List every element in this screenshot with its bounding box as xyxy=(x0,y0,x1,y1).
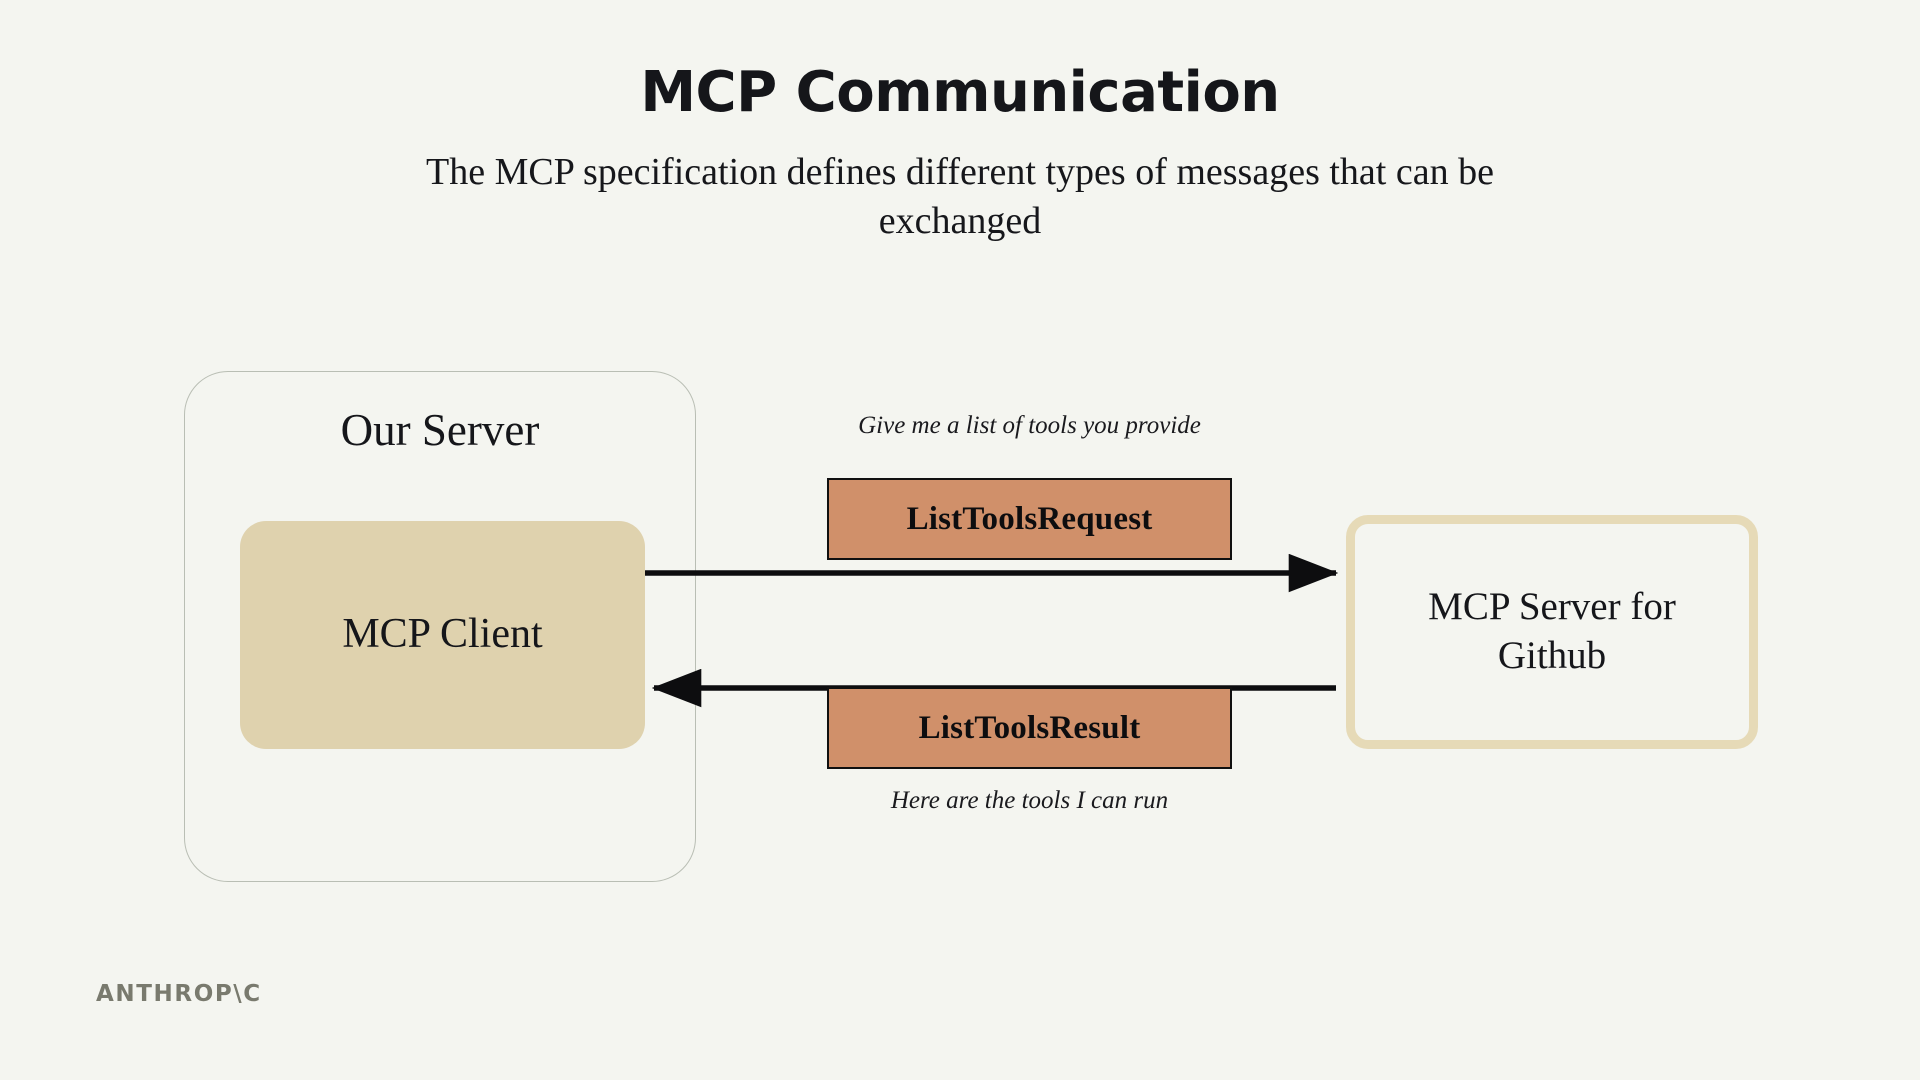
list-tools-result-chip[interactable]: ListToolsResult xyxy=(827,687,1232,769)
mcp-client-label: MCP Client xyxy=(342,611,543,658)
mcp-server-node[interactable]: MCP Server for Github xyxy=(1346,515,1758,749)
mcp-client-node[interactable]: MCP Client xyxy=(240,521,645,749)
our-server-container xyxy=(184,371,696,882)
our-server-label: Our Server xyxy=(340,405,540,455)
mcp-server-label: MCP Server for Github xyxy=(1428,585,1676,677)
list-tools-request-label: ListToolsRequest xyxy=(906,500,1153,537)
result-annotation: Here are the tools I can run xyxy=(890,787,1169,814)
page-title: MCP Communication xyxy=(640,60,1280,125)
anthropic-logo: ANTHROP\C xyxy=(96,981,262,1007)
list-tools-request-chip[interactable]: ListToolsRequest xyxy=(827,478,1232,560)
list-tools-result-label: ListToolsResult xyxy=(918,709,1141,746)
page-subtitle: The MCP specification defines different … xyxy=(426,151,1494,242)
request-annotation: Give me a list of tools you provide xyxy=(858,412,1201,439)
